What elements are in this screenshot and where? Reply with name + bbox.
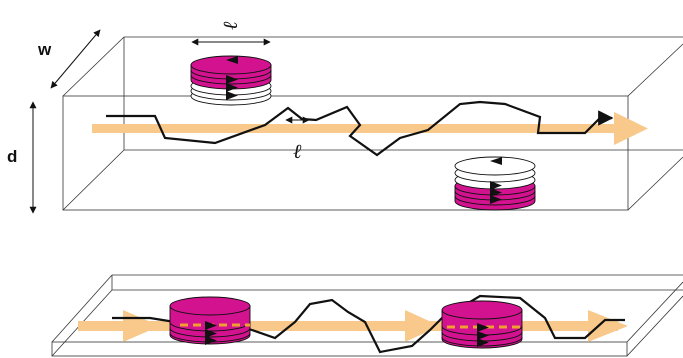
coherence-length-marker: ℓ: [285, 116, 310, 163]
flow-arrow-top: [92, 112, 648, 145]
coherence-length-label: ℓ: [293, 141, 302, 163]
spin-coil-top-left: [190, 55, 272, 106]
depth-dimension: d: [7, 101, 37, 214]
spin-coil-bottom-right: [441, 300, 523, 349]
width-label: w: [37, 40, 52, 59]
spin-length-dimension: ℓ: [191, 21, 271, 46]
bottom-slab: [51, 274, 683, 357]
spin-length-label: ℓ: [220, 21, 242, 30]
top-slab: w d ℓ ℓ: [7, 21, 683, 214]
width-dimension: w: [37, 29, 101, 89]
random-walk-top: [106, 100, 614, 157]
depth-label: d: [7, 147, 17, 166]
spin-coil-top-right: [454, 156, 536, 211]
spin-coil-bottom-left: [169, 296, 251, 345]
top-slab-edges: [62, 36, 683, 211]
bottom-slab-edges: [51, 274, 683, 357]
